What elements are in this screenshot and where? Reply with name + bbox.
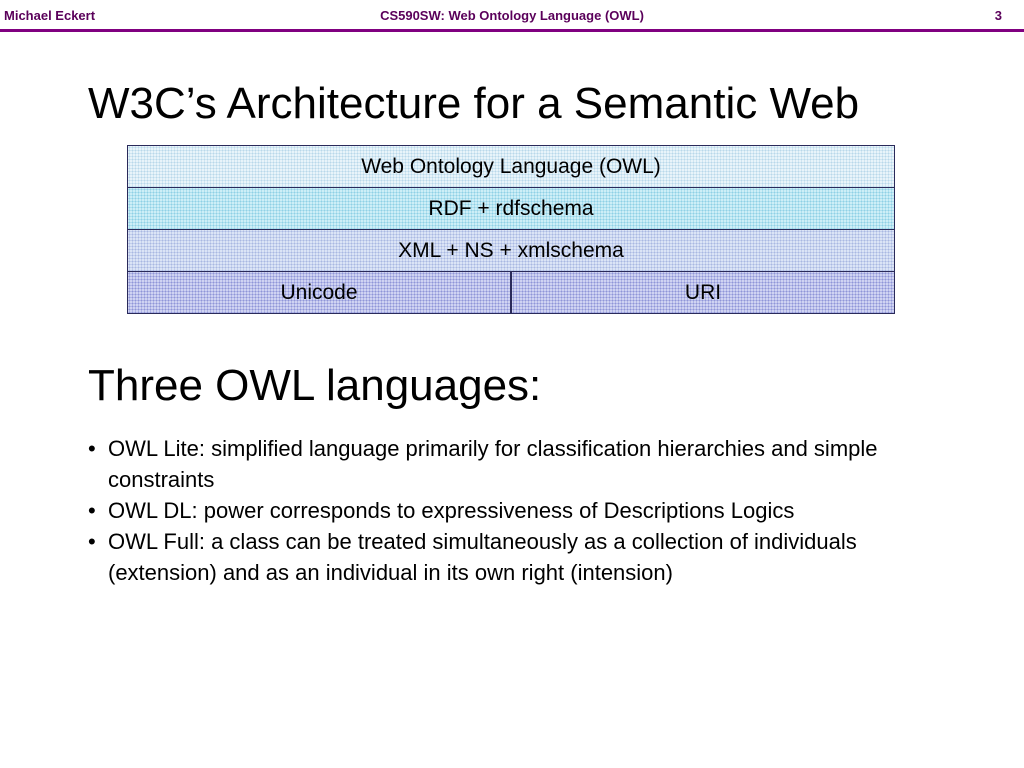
layer-base: Unicode URI xyxy=(128,272,894,313)
bullet-icon: • xyxy=(88,498,96,523)
page-number: 3 xyxy=(994,8,1002,23)
layer-owl: Web Ontology Language (OWL) xyxy=(128,146,894,188)
author-name: Michael Eckert xyxy=(4,8,96,23)
slide-title: W3C’s Architecture for a Semantic Web xyxy=(88,79,860,128)
bullet-list: • OWL Lite: simplified language primaril… xyxy=(88,433,948,588)
bullet-text: OWL Lite: simplified language primarily … xyxy=(108,436,878,492)
slide-header: Michael Eckert CS590SW: Web Ontology Lan… xyxy=(0,0,1024,30)
bullet-text: OWL DL: power corresponds to expressiven… xyxy=(108,498,795,523)
layer-unicode: Unicode xyxy=(128,272,512,313)
bullet-text: OWL Full: a class can be treated simulta… xyxy=(108,529,857,585)
layer-uri: URI xyxy=(512,272,894,313)
header-divider xyxy=(0,29,1024,32)
section-heading: Three OWL languages: xyxy=(88,361,542,410)
architecture-stack: Web Ontology Language (OWL) RDF + rdfsch… xyxy=(127,145,895,314)
course-title: CS590SW: Web Ontology Language (OWL) xyxy=(380,8,644,23)
layer-rdf: RDF + rdfschema xyxy=(128,188,894,230)
bullet-icon: • xyxy=(88,436,96,461)
list-item: • OWL DL: power corresponds to expressiv… xyxy=(88,495,948,526)
list-item: • OWL Full: a class can be treated simul… xyxy=(88,526,948,588)
list-item: • OWL Lite: simplified language primaril… xyxy=(88,433,948,495)
layer-xml: XML + NS + xmlschema xyxy=(128,230,894,272)
bullet-icon: • xyxy=(88,529,96,554)
